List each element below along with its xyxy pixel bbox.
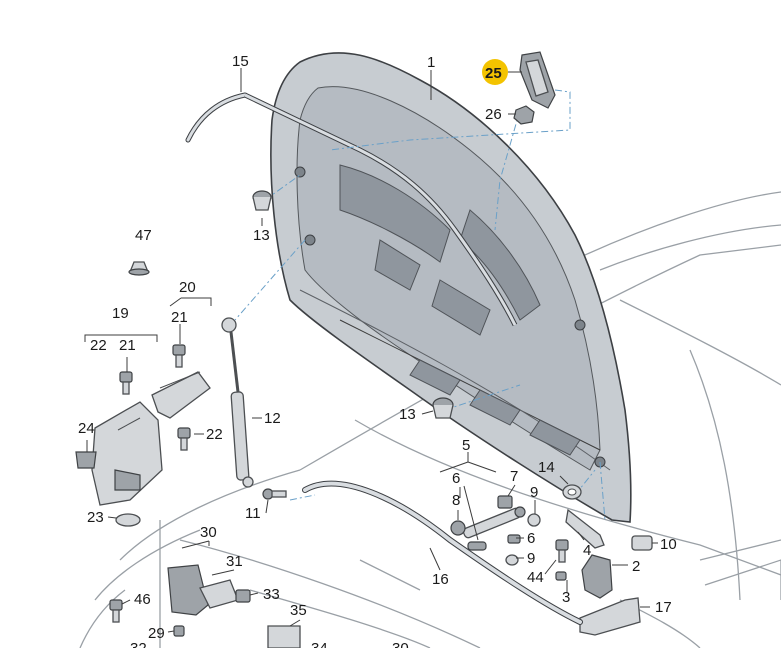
label-part-33: 33 (263, 586, 280, 603)
part-9-lower-shape (505, 554, 519, 566)
label-part-35: 35 (290, 602, 307, 619)
label-part-32: 32 (130, 640, 147, 648)
part-24-clip-shape (75, 451, 97, 469)
part-14-washer-shape (562, 484, 582, 500)
part-17-bracket-shape (579, 597, 641, 636)
label-part-23: 23 (87, 509, 104, 526)
part-3-bolt-shape (555, 571, 567, 581)
label-part-44: 44 (527, 569, 544, 586)
seal-strip (185, 92, 518, 327)
part-46-bolt-shape (109, 599, 123, 623)
part-19-hinge-shape (91, 401, 163, 506)
label-part-16: 16 (432, 571, 449, 588)
label-part-17: 17 (655, 599, 672, 616)
part-25-highlight (482, 59, 508, 85)
label-part-34: 34 (311, 640, 328, 648)
label-part-14: 14 (538, 459, 555, 476)
part-31-lock-shape (167, 564, 239, 616)
leader-lines (84, 68, 658, 633)
part-25-bracket-shape (519, 51, 556, 109)
label-part-29: 29 (148, 625, 165, 642)
label-part-31: 31 (226, 553, 243, 570)
label-part-24: 24 (78, 420, 95, 437)
label-part-1: 1 (427, 54, 435, 71)
part-10-buffer-shape (631, 535, 653, 551)
label-part-21-lower: 21 (119, 337, 136, 354)
label-part-4: 4 (583, 542, 591, 559)
label-part-25: 25 (485, 65, 502, 82)
label-part-30: 30 (200, 524, 217, 541)
label-part-15: 15 (232, 53, 249, 70)
part-47-clip-shape (128, 261, 150, 276)
part-29-clip-shape (173, 625, 185, 637)
part-23-pad-shape (115, 513, 141, 527)
part-7-shape (497, 495, 513, 509)
label-part-46: 46 (134, 591, 151, 608)
label-part-22-upper: 22 (90, 337, 107, 354)
part-16-cable-shape (302, 480, 583, 625)
part-11-ball-stud-shape (262, 488, 287, 500)
part-9-shape (527, 513, 541, 527)
label-part-13-upper: 13 (253, 227, 270, 244)
part-33-connector-shape (235, 589, 251, 603)
label-part-11: 11 (245, 505, 261, 522)
label-part-6-upper: 6 (452, 470, 460, 487)
label-part-10: 10 (660, 536, 677, 553)
part-44-bolt-shape (555, 539, 569, 563)
part-13-bumper-shape (252, 190, 272, 211)
part-13-bumper-lower-shape (432, 397, 454, 419)
label-part-47: 47 (135, 227, 152, 244)
part-8-shape (450, 520, 466, 536)
label-part-20: 20 (179, 279, 196, 296)
label-part-3: 3 (562, 589, 570, 606)
part-2-catch-shape (581, 554, 613, 599)
label-part-30-lower: 30 (392, 640, 409, 648)
part-21-bolt-lower-shape (119, 371, 133, 395)
part-4-lever-shape (565, 508, 605, 549)
label-part-22-lower: 22 (206, 426, 223, 443)
label-part-2: 2 (632, 558, 640, 575)
part-5-damper-shape (462, 506, 526, 551)
label-part-13-lower: 13 (399, 406, 416, 423)
label-part-7: 7 (510, 468, 518, 485)
part-22-bolt-shape (177, 427, 191, 451)
part-26-nut-shape (513, 105, 535, 125)
part-35-bracket-shape (267, 625, 301, 648)
label-part-8: 8 (452, 492, 460, 509)
part-labels: 1 15 25 26 13 47 20 19 21 22 21 13 12 24… (78, 53, 677, 648)
label-part-21-upper: 21 (171, 309, 188, 326)
part-12-gas-strut-shape (221, 317, 254, 488)
label-part-12: 12 (264, 410, 281, 427)
part-20-bracket-shape (151, 371, 211, 419)
label-part-9-lower: 9 (527, 550, 535, 567)
label-part-19: 19 (112, 305, 129, 322)
label-part-9-upper: 9 (530, 484, 538, 501)
label-part-5: 5 (462, 437, 470, 454)
label-part-6-lower: 6 (527, 530, 535, 547)
part-21-bolt-shape (172, 344, 186, 368)
hood-panel (270, 52, 632, 523)
label-part-26: 26 (485, 106, 502, 123)
part-6-lower-shape (507, 534, 521, 544)
